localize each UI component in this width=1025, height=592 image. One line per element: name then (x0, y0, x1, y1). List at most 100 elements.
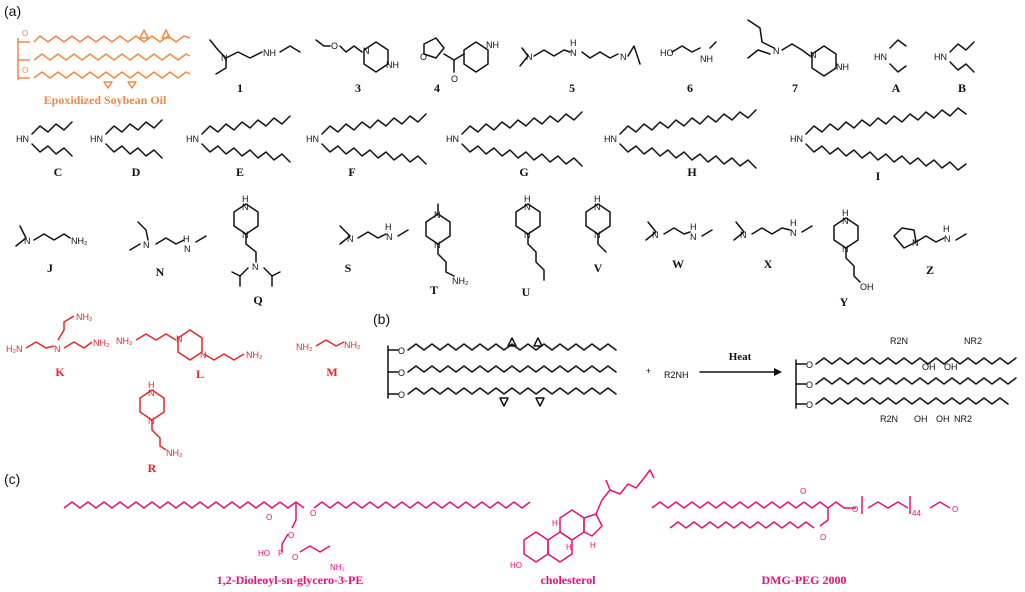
phosphorus-atom: P (278, 549, 283, 558)
nitrogen-atom: N (773, 46, 780, 56)
product-structure: O O O R2N NR2 OH OH R2N OH OH NR2 (795, 336, 1017, 424)
nitrogen-atom: N (790, 228, 797, 238)
h-atom: H (242, 194, 249, 204)
amino-group: NH₂ (166, 448, 183, 458)
nitrogen-atom: N (842, 244, 849, 254)
nitrogen-atom: N (594, 202, 601, 212)
nitrogen-atom: N (570, 48, 577, 58)
oxygen-atom: O (852, 505, 858, 514)
oxygen-atom: O (451, 74, 458, 84)
oxygen-atom: O (292, 553, 298, 562)
carbonyl-oxygen: O (266, 513, 272, 522)
nitrogen-atom: N (200, 350, 207, 360)
label-B: B (958, 81, 966, 95)
amine-v-structure: H N N (585, 194, 611, 253)
label-L: L (196, 367, 204, 381)
carbonyl-oxygen: O (310, 509, 316, 518)
amine-substituent: NR2 (954, 414, 972, 424)
nitrogen-atom: N (434, 240, 441, 250)
amine-m-structure: NH₂ NH₂ (296, 339, 361, 352)
amine-substituent: NR2 (964, 336, 982, 346)
label-N: N (156, 265, 165, 279)
nitrogen-atom: N (386, 232, 393, 242)
label-1: 1 (237, 81, 243, 95)
label-Y: Y (840, 295, 849, 309)
label-H: H (687, 165, 697, 179)
nitrogen-atom: N (524, 230, 531, 240)
hn-group: HN (874, 52, 887, 62)
oxygen-atom: O (398, 368, 405, 378)
amino-group: H₂N (6, 344, 23, 354)
nitrogen-atom: N (184, 244, 191, 254)
amine-5-structure: N H N N (519, 38, 641, 67)
nitrogen-atom: N (652, 230, 659, 240)
h-atom: H (570, 38, 577, 48)
amine-s-structure: N H N (339, 222, 409, 245)
amine-substituent: R2N (890, 336, 908, 346)
h-atom: H (594, 194, 601, 204)
amine-l-structure: NH₂ N N NH₂ (116, 329, 263, 361)
nitrogen-atom: N (148, 388, 155, 398)
amine-e-structure: HN (186, 115, 291, 163)
label-V: V (594, 261, 603, 275)
oxygen-atom: O (952, 505, 958, 514)
nitrogen-atom: N (143, 240, 150, 250)
label-U: U (522, 285, 531, 299)
amine-1-structure: N NH (209, 39, 301, 75)
nitrogen-atom: N (842, 216, 849, 226)
amino-group: NH₂ (93, 338, 110, 348)
amine-g-structure: HN (446, 111, 583, 167)
nitrogen-atom: N (221, 53, 228, 63)
amine-r-structure: H N N NH₂ (139, 380, 183, 458)
amino-group: NH₂ (71, 236, 88, 246)
h-atom: H (552, 519, 558, 528)
amino-group: NH₂ (296, 342, 313, 352)
dope-structure: O O O HO P O NH₂ (63, 501, 531, 572)
hydroxyl-group: OH (922, 362, 936, 372)
h-atom: H (690, 222, 697, 232)
hydroxyl-group: HO (510, 561, 522, 570)
hydroxyl-group: OH (936, 414, 950, 424)
amine-w-structure: N H N (645, 221, 713, 242)
amine-x-structure: N H N (733, 218, 813, 241)
amino-group: NH₂ (76, 312, 93, 322)
nitrogen-atom: N (242, 202, 249, 212)
label-4: 4 (434, 81, 440, 95)
label-D: D (132, 165, 141, 179)
label-S: S (345, 261, 352, 275)
nitrogen-atom: N (740, 230, 747, 240)
nitrogen-atom: N (526, 52, 533, 62)
amine-substituent: R2N (880, 414, 898, 424)
carbonyl-oxygen: O (800, 487, 806, 496)
amine-z-structure: N H N (893, 224, 967, 249)
carbonyl-oxygen: O (820, 533, 826, 542)
h-atom: H (842, 208, 849, 218)
amine-h-structure: HN (604, 109, 757, 169)
hn-group: HN (934, 52, 947, 62)
amine-4-structure: O O NH (420, 37, 499, 84)
label-G: G (519, 165, 528, 179)
hydroxyl-group: OH (944, 362, 958, 372)
reactant-eso-structure: O O O (387, 337, 617, 407)
label-E: E (236, 165, 244, 179)
hydroxyl-group: HO (660, 48, 674, 58)
hydroxyl-group: OH (860, 282, 874, 292)
amine-q-structure: H N N N (231, 194, 281, 287)
nitrogen-atom: N (912, 238, 919, 248)
epoxidized-soybean-oil-structure: O O (17, 29, 191, 89)
amine-6-structure: HO NH (660, 41, 717, 64)
amino-group: NH₂ (452, 276, 469, 286)
nh-group: NH (386, 60, 399, 70)
reaction-plus: + (646, 366, 651, 376)
panel-b-label: (b) (373, 311, 390, 327)
nitrogen-atom: N (347, 234, 354, 244)
h-atom: H (183, 234, 190, 244)
label-X: X (764, 257, 773, 271)
hn-group: HN (790, 134, 803, 144)
nitrogen-atom: N (148, 416, 155, 426)
hn-group: HN (604, 134, 617, 144)
panel-c-label: (c) (4, 471, 20, 487)
oxygen-atom: O (420, 52, 427, 62)
label-dope: 1,2-Dioleoyl-sn-glycero-3-PE (217, 573, 364, 587)
